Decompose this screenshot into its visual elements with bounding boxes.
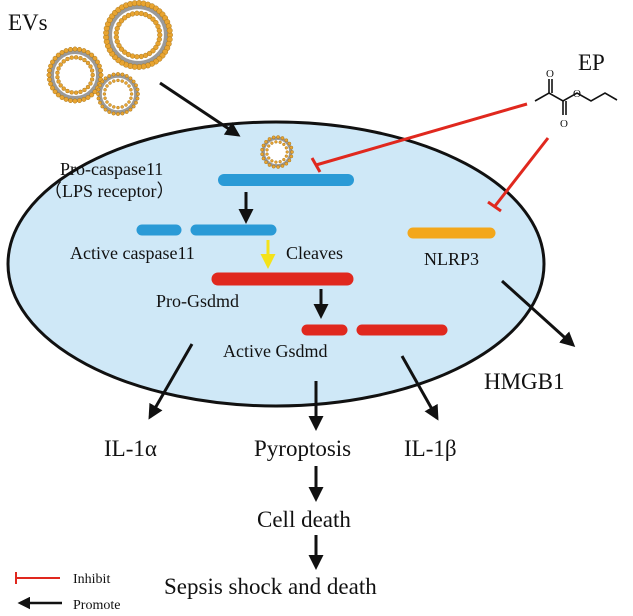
ep-inhibit-caspase11-bar bbox=[310, 157, 322, 173]
legend: Inhibit Promote bbox=[15, 572, 120, 613]
ep-label: EP bbox=[578, 50, 605, 75]
pro-gsdmd-label: Pro-Gsdmd bbox=[156, 291, 239, 311]
il1a-arrow bbox=[148, 343, 194, 420]
ev-vesicle-icon bbox=[46, 46, 104, 104]
legend-promote-label: Promote bbox=[73, 598, 120, 613]
il1a-label: IL-1α bbox=[104, 436, 157, 461]
legend-inhibit-label: Inhibit bbox=[73, 572, 110, 587]
cleaves-label: Cleaves bbox=[286, 243, 343, 263]
ev-vesicle-icon bbox=[96, 72, 140, 116]
hmgb1-label: HMGB1 bbox=[484, 369, 565, 394]
active-gsdmd-label: Active Gsdmd bbox=[223, 341, 327, 361]
ep-o-top: O bbox=[546, 68, 554, 80]
ev-vesicles bbox=[46, 0, 294, 169]
pro-caspase11-label: Pro-caspase11 bbox=[60, 159, 163, 179]
il1b-arrow bbox=[400, 355, 439, 421]
ep-molecule-structure bbox=[534, 79, 618, 115]
nlrp3-label: NLRP3 bbox=[424, 249, 479, 269]
il1b-label: IL-1β bbox=[404, 436, 457, 461]
ev-vesicle-icon bbox=[260, 135, 294, 169]
active-caspase11-label: Active caspase11 bbox=[70, 243, 195, 263]
cell-death-label: Cell death bbox=[257, 507, 351, 532]
sepsis-label: Sepsis shock and death bbox=[164, 574, 377, 599]
evs-label: EVs bbox=[8, 10, 48, 35]
ep-inhibit-nlrp3-bar bbox=[487, 200, 502, 213]
ep-inhibit-caspase11-line bbox=[315, 102, 528, 167]
ep-inhibit-nlrp3-line bbox=[493, 137, 550, 207]
evs-arrow bbox=[159, 81, 241, 137]
ev-vesicle-icon bbox=[103, 0, 173, 70]
hmgb1-arrow bbox=[500, 279, 576, 348]
pyroptosis-label: Pyroptosis bbox=[254, 436, 351, 461]
ep-o-ester: O bbox=[573, 88, 581, 100]
lps-receptor-label: （LPS receptor） bbox=[44, 181, 174, 201]
ep-o-bottom: O bbox=[560, 118, 568, 130]
